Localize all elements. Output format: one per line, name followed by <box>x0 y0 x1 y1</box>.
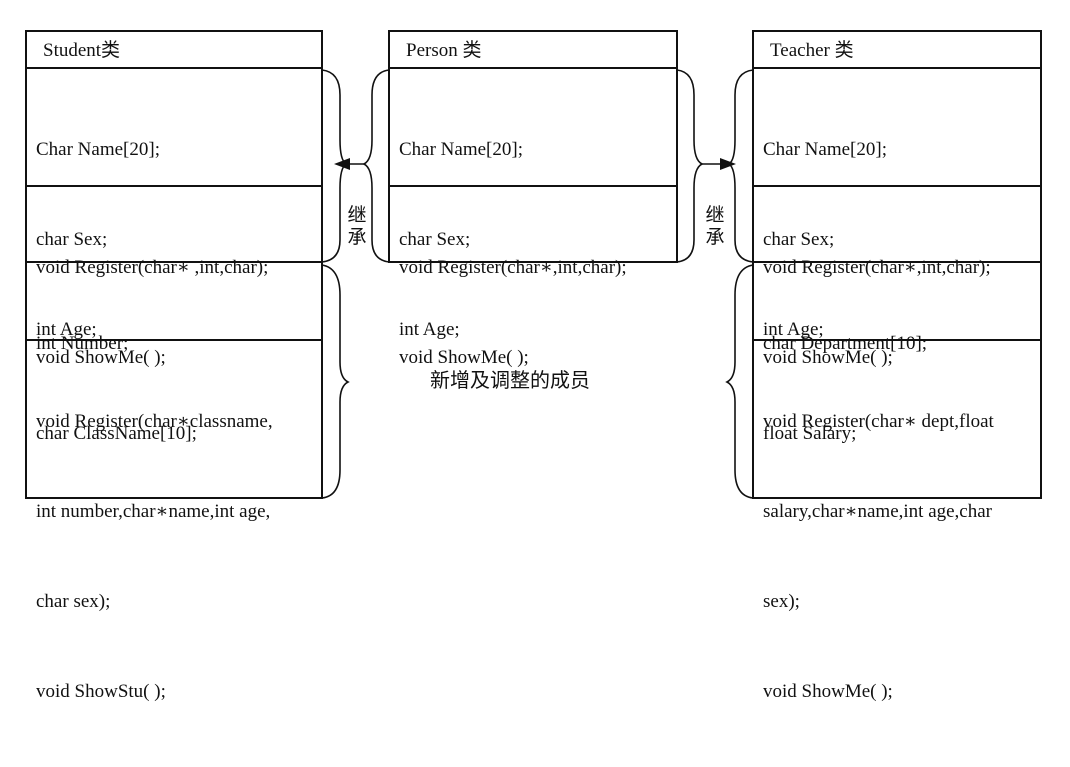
new-members-label: 新增及调整的成员 <box>430 368 590 392</box>
student-new-methods: void Register(char∗classname, int number… <box>27 339 321 702</box>
person-right-brace <box>676 69 704 263</box>
person-methods: void Register(char∗,int,char); void Show… <box>390 185 676 368</box>
student-new-members-brace <box>321 264 350 499</box>
student-new-attribute: int Number; <box>36 333 129 354</box>
left-arrowhead <box>334 158 350 170</box>
student-attribute: char Sex; <box>36 229 108 250</box>
student-method: void ShowMe( ); <box>36 347 166 368</box>
teacher-class-box: Teacher 类 Char Name[20]; char Sex; int A… <box>752 30 1042 702</box>
teacher-attribute: int Age; <box>763 319 824 340</box>
teacher-class-title: Teacher 类 <box>770 40 854 61</box>
teacher-methods: void Register(char∗,int,char); void Show… <box>754 185 1040 368</box>
teacher-attribute: Char Name[20]; <box>763 139 887 160</box>
person-method: void Register(char∗,int,char); <box>399 257 627 278</box>
student-methods: void Register(char∗ ,int,char); void Sho… <box>27 185 321 368</box>
inherit-char: 继 <box>705 204 725 226</box>
inherit-char: 承 <box>347 226 367 248</box>
student-attributes: Char Name[20]; char Sex; int Age; <box>27 67 321 340</box>
student-class-title: Student类 <box>43 40 121 61</box>
student-new-method: int number,char∗name,int age, <box>36 501 271 522</box>
teacher-attribute: char Sex; <box>763 229 835 250</box>
student-attribute: Char Name[20]; <box>36 139 160 160</box>
teacher-new-method: salary,char∗name,int age,char <box>763 501 993 522</box>
person-attribute: Char Name[20]; <box>399 139 523 160</box>
teacher-new-members-brace <box>725 264 754 499</box>
person-class-title: Person 类 <box>406 40 482 61</box>
inherit-char: 承 <box>705 226 725 248</box>
inherit-char: 继 <box>347 204 367 226</box>
student-class-box: Student类 Char Name[20]; char Sex; int Ag… <box>25 30 323 702</box>
student-inherited-brace <box>321 69 348 263</box>
teacher-new-method: void Register(char∗ dept,float <box>763 411 994 432</box>
teacher-attributes: Char Name[20]; char Sex; int Age; <box>754 67 1040 340</box>
student-new-method: char sex); <box>36 591 111 612</box>
person-class-box: Person 类 Char Name[20]; char Sex; int Ag… <box>388 30 678 368</box>
teacher-new-method: void ShowMe( ); <box>763 681 893 702</box>
inherit-label-left: 继 承 <box>346 204 368 248</box>
person-attribute: int Age; <box>399 319 460 340</box>
teacher-new-methods: void Register(char∗ dept,float salary,ch… <box>754 339 1040 702</box>
person-attribute: char Sex; <box>399 229 471 250</box>
teacher-inherited-brace <box>727 69 754 263</box>
teacher-new-attribute: float Salary; <box>763 423 857 444</box>
student-new-attribute: char ClassName[10]; <box>36 423 197 444</box>
person-method: void ShowMe( ); <box>399 347 529 368</box>
teacher-new-attributes: char Department[10]; float Salary; <box>754 261 1040 444</box>
student-new-method: void ShowStu( ); <box>36 681 166 702</box>
inherit-label-right: 继 承 <box>704 204 726 248</box>
student-attribute: int Age; <box>36 319 97 340</box>
student-new-method: void Register(char∗classname, <box>36 411 273 432</box>
teacher-method: void ShowMe( ); <box>763 347 893 368</box>
person-attributes: Char Name[20]; char Sex; int Age; <box>390 67 676 340</box>
right-arrowhead <box>720 158 736 170</box>
teacher-new-method: sex); <box>763 591 800 612</box>
teacher-new-attribute: char Department[10]; <box>763 333 928 354</box>
student-new-attributes: int Number; char ClassName[10]; <box>27 261 321 444</box>
